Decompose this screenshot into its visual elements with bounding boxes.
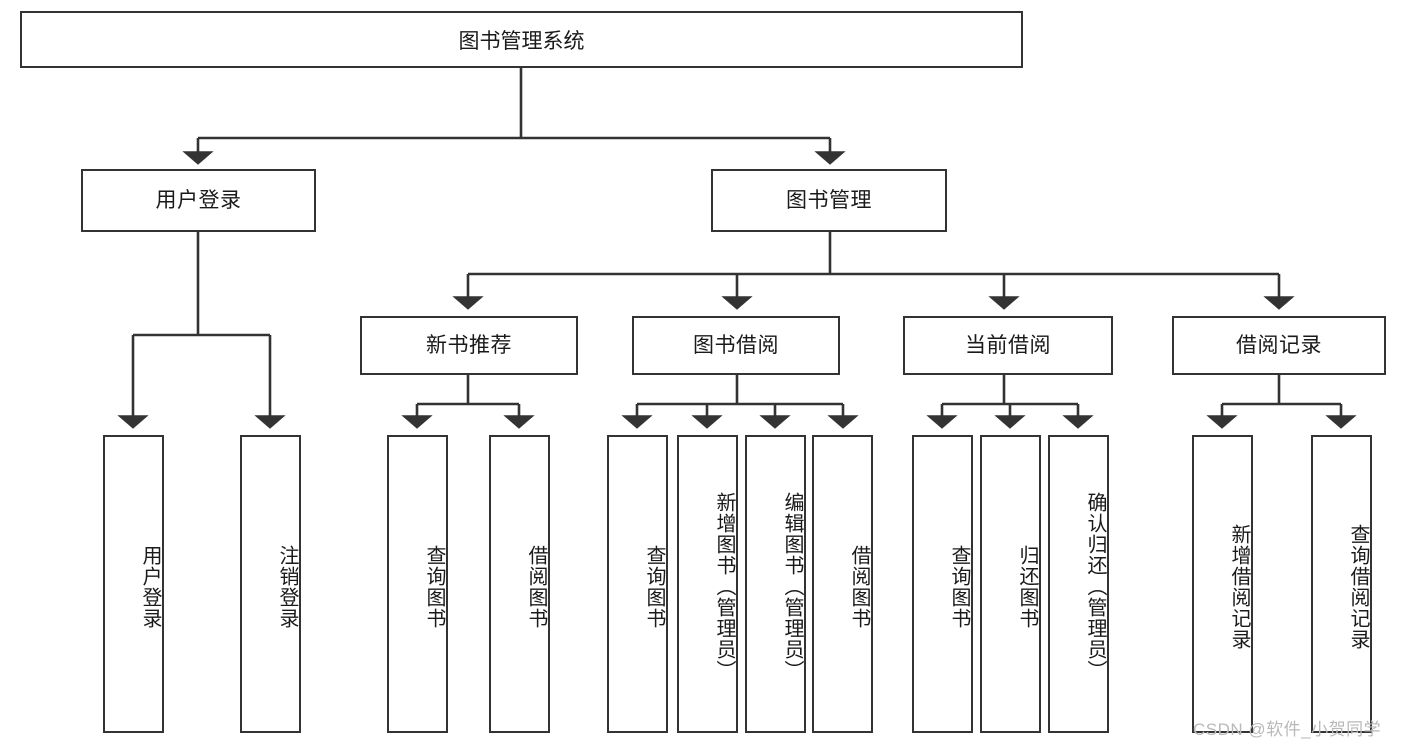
leaf-current-query-book[interactable]: 查询图书 xyxy=(912,435,973,733)
csdn-watermark: CSDN @软件_小贺同学 xyxy=(1193,720,1382,739)
node-new-book-recommend[interactable]: 新书推荐 xyxy=(360,316,578,375)
leaf-current-return-book[interactable]: 归还图书 xyxy=(980,435,1041,733)
leaf-user-login-signout[interactable]: 注销登录 xyxy=(240,435,301,733)
leaf-borrow-add-book-admin[interactable]: 新增图书（管理员） xyxy=(677,435,738,733)
leaf-recommend-borrow-book[interactable]: 借阅图书 xyxy=(489,435,550,733)
node-root-system[interactable]: 图书管理系统 xyxy=(20,11,1023,68)
leaf-record-add-record[interactable]: 新增借阅记录 xyxy=(1192,435,1253,733)
leaf-borrow-borrow-book[interactable]: 借阅图书 xyxy=(812,435,873,733)
node-user-login[interactable]: 用户登录 xyxy=(81,169,316,232)
node-current-borrow[interactable]: 当前借阅 xyxy=(903,316,1113,375)
leaf-recommend-query-book[interactable]: 查询图书 xyxy=(387,435,448,733)
leaf-borrow-query-book[interactable]: 查询图书 xyxy=(607,435,668,733)
node-book-management[interactable]: 图书管理 xyxy=(711,169,947,232)
node-book-borrow[interactable]: 图书借阅 xyxy=(632,316,840,375)
leaf-current-confirm-return-admin[interactable]: 确认归还（管理员） xyxy=(1048,435,1109,733)
leaf-record-query-record[interactable]: 查询借阅记录 xyxy=(1311,435,1372,733)
leaf-user-login-signin[interactable]: 用户登录 xyxy=(103,435,164,733)
node-borrow-record[interactable]: 借阅记录 xyxy=(1172,316,1386,375)
leaf-borrow-edit-book-admin[interactable]: 编辑图书（管理员） xyxy=(745,435,806,733)
